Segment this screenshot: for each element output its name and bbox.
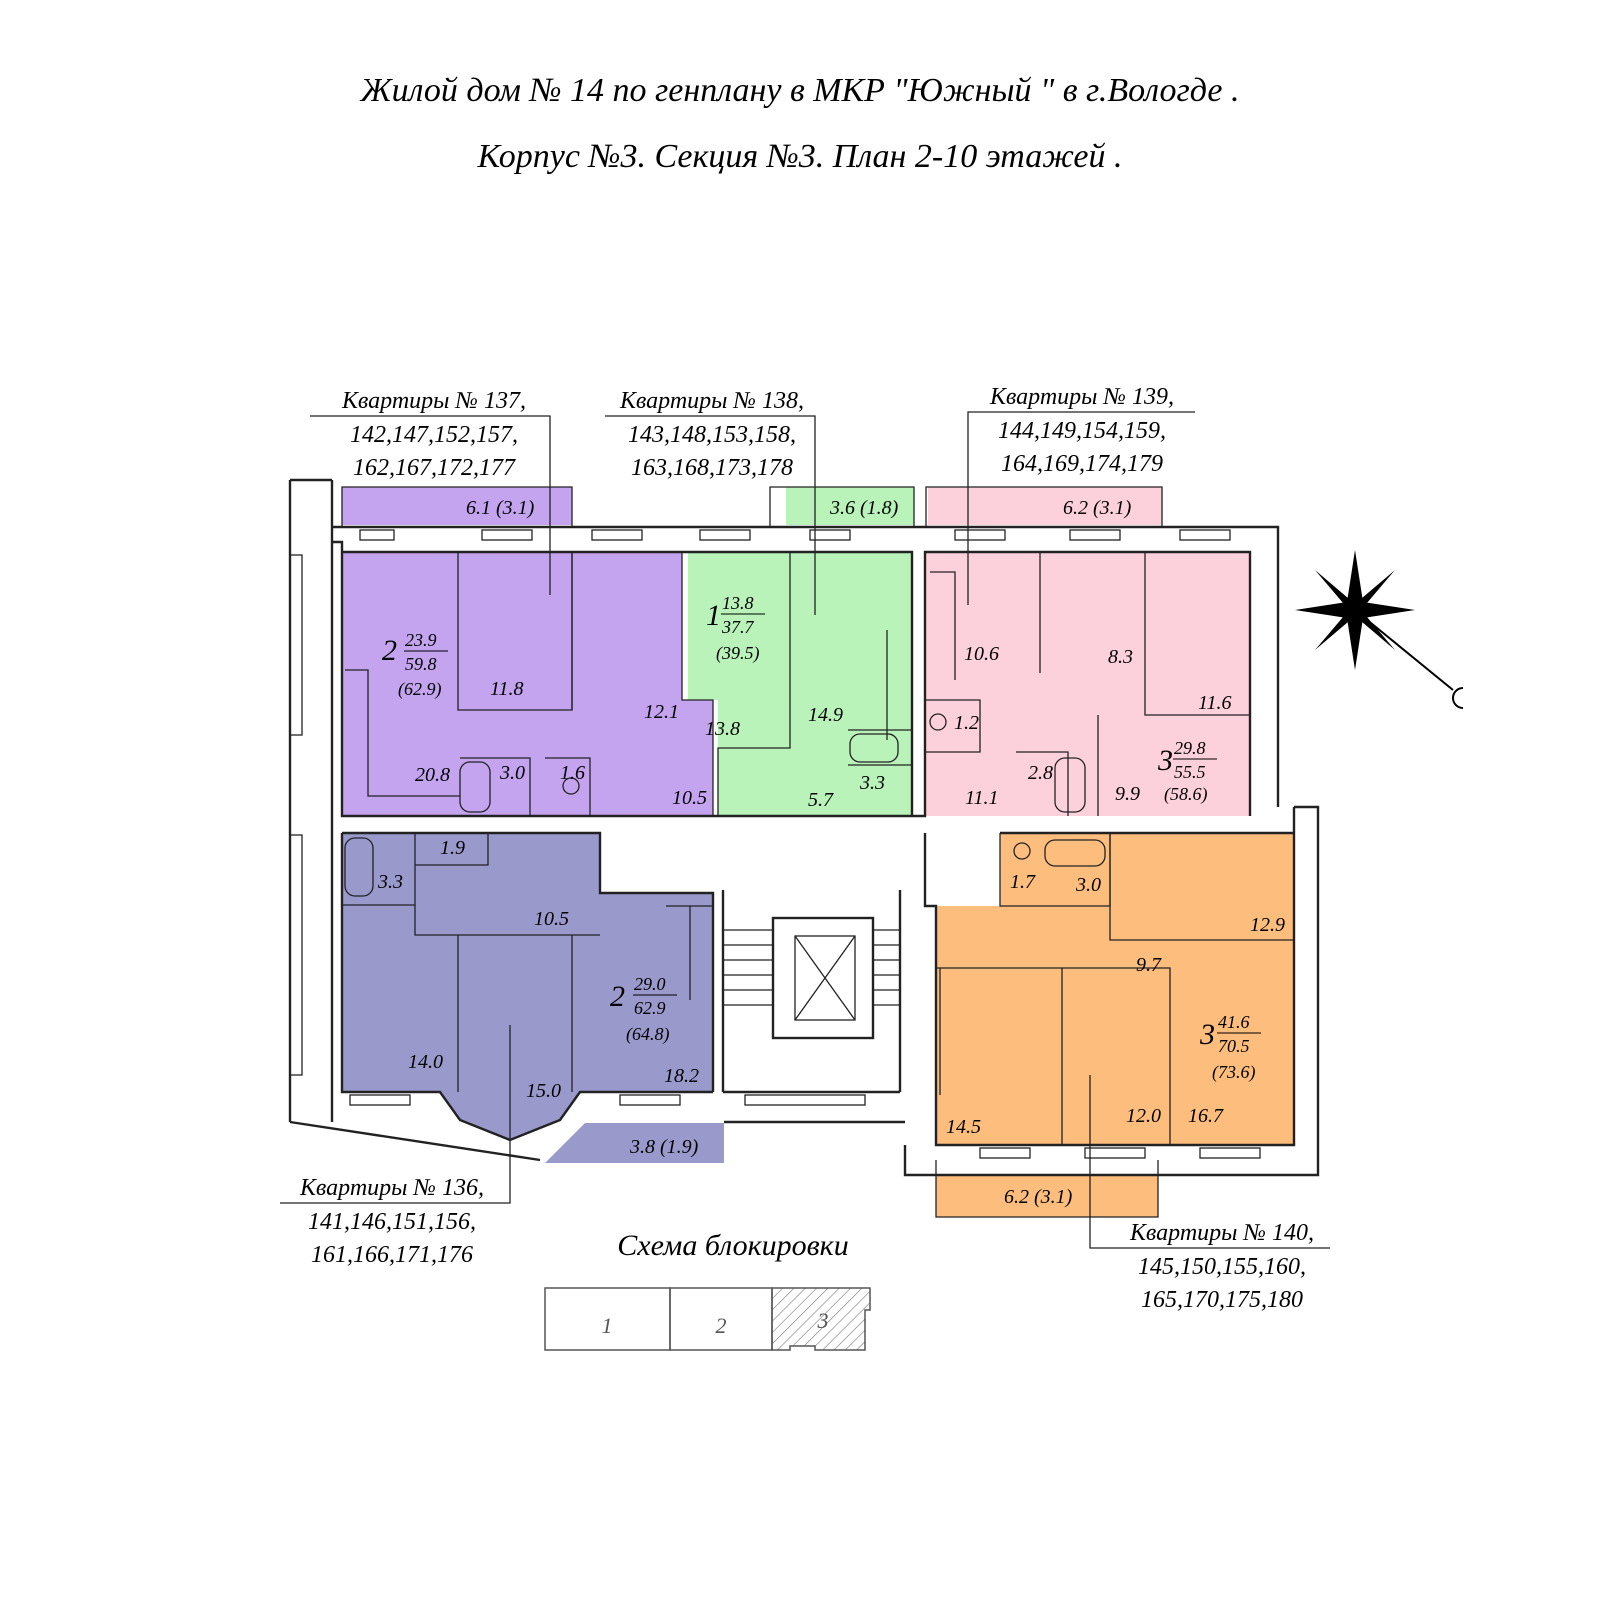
room-area: 10.5 [672,787,707,809]
room-area: 9.7 [1136,954,1162,976]
balcony-area: 6.2 (3.1) [1004,1186,1073,1208]
svg-text:162,167,172,177: 162,167,172,177 [353,455,516,481]
room-area: 3.0 [1075,874,1101,896]
svg-text:Квартиры № 136,: Квартиры № 136, [299,1175,484,1201]
svg-text:165,170,175,180: 165,170,175,180 [1141,1287,1303,1313]
room-area: 11.6 [1198,692,1232,714]
room-area: 12.1 [644,701,679,723]
apt-139-label: Квартиры № 139, 144,149,154,159, 164,169… [967,384,1195,605]
room-area: 2.8 [1028,762,1053,784]
apt-136-fill [342,833,713,1140]
svg-text:163,168,173,178: 163,168,173,178 [631,455,793,481]
room-area: 11.1 [965,787,999,809]
apt-138-balcony [786,487,914,525]
page-title-line-2: Корпус №3. Секция №3. План 2-10 этажей . [477,138,1123,175]
svg-text:(58.6): (58.6) [1164,784,1208,805]
svg-text:Квартиры № 138,: Квартиры № 138, [619,388,804,414]
blocking-scheme: 1 2 3 [544,1287,871,1351]
balcony-area: 3.6 (1.8) [829,497,899,519]
room-area: 8.3 [1108,646,1133,668]
room-area: 10.5 [534,908,569,930]
balcony-area: 6.2 (3.1) [1063,497,1132,519]
apt-139-summary: 3 29.8 55.5 (58.6) [1157,738,1217,805]
room-area: 14.5 [946,1116,981,1138]
svg-text:1: 1 [706,599,721,632]
apt-140-balcony [936,1175,1158,1217]
svg-text:29.0: 29.0 [634,974,666,994]
svg-text:59.8: 59.8 [405,654,437,674]
balcony-area: 6.1 (3.1) [466,497,535,519]
svg-text:3: 3 [1157,744,1173,777]
room-area: 1.2 [954,712,979,734]
svg-text:70.5: 70.5 [1218,1036,1250,1056]
apt-140-label: Квартиры № 140, 145,150,155,160, 165,170… [1089,1075,1330,1313]
svg-text:2: 2 [382,634,397,667]
apt-136-summary: 2 29.0 62.9 (64.8) [610,974,677,1045]
apt-139-fill [926,552,1250,816]
page-title-line-1: Жилой дом № 14 по генплану в МКР "Южный … [360,72,1240,109]
room-area: 11.8 [490,678,524,700]
room-area: 16.7 [1188,1105,1224,1127]
apt-137-label: Квартиры № 137, 142,147,152,157, 162,167… [310,388,551,595]
room-area: 10.6 [964,643,999,665]
scheme-title: Схема блокировки [617,1229,848,1262]
svg-text:41.6: 41.6 [1218,1012,1250,1032]
room-area: 1.6 [560,762,585,784]
svg-text:3: 3 [1199,1018,1215,1051]
svg-text:(64.8): (64.8) [626,1024,670,1045]
room-area: 1.7 [1010,871,1036,893]
svg-text:(73.6): (73.6) [1212,1062,1256,1083]
svg-text:Квартиры № 140,: Квартиры № 140, [1129,1220,1314,1246]
balcony-area: 3.8 (1.9) [629,1136,699,1158]
room-area: 9.9 [1115,783,1140,805]
svg-text:141,146,151,156,: 141,146,151,156, [308,1209,476,1235]
room-area: 14.9 [808,704,843,726]
apt-137-balcony [342,487,572,525]
apt-138-label: Квартиры № 138, 143,148,153,158, 163,168… [605,388,816,615]
room-area: 5.7 [808,789,834,811]
svg-text:1: 1 [602,1313,613,1338]
room-area: 13.8 [705,718,740,740]
svg-text:37.7: 37.7 [721,617,755,637]
svg-text:142,147,152,157,: 142,147,152,157, [350,422,518,448]
apt-139-balcony [928,487,1162,525]
apt-140-summary: 3 41.6 70.5 (73.6) [1199,1012,1261,1083]
apt-137-summary: 2 23.9 59.8 (62.9) [382,630,448,700]
apt-138-fill [688,552,912,816]
svg-text:13.8: 13.8 [722,593,754,613]
svg-text:143,148,153,158,: 143,148,153,158, [628,422,796,448]
svg-text:62.9: 62.9 [634,998,666,1018]
apt-140-fill [936,833,1294,1145]
svg-text:55.5: 55.5 [1174,762,1206,782]
svg-text:Квартиры № 139,: Квартиры № 139, [989,384,1174,410]
svg-text:145,150,155,160,: 145,150,155,160, [1138,1254,1306,1280]
room-area: 3.3 [377,871,403,893]
apt-136-balcony [545,1123,724,1163]
svg-text:2: 2 [716,1313,727,1338]
apt-137-fill [342,552,713,816]
svg-text:Квартиры № 137,: Квартиры № 137, [341,388,526,414]
compass-rose-icon [1295,550,1464,709]
apt-138-summary: 1 13.8 37.7 (39.5) [706,593,765,664]
svg-text:29.8: 29.8 [1174,738,1206,758]
svg-text:23.9: 23.9 [405,630,437,650]
svg-text:161,166,171,176: 161,166,171,176 [311,1242,473,1268]
svg-text:2: 2 [610,980,625,1013]
room-area: 12.9 [1250,914,1285,936]
room-area: 15.0 [526,1080,561,1102]
svg-text:164,169,174,179: 164,169,174,179 [1001,451,1163,477]
room-area: 12.0 [1126,1105,1161,1127]
room-area: 14.0 [408,1051,443,1073]
room-area: 1.9 [440,837,465,859]
room-area: 3.0 [499,762,525,784]
apt-136-label: Квартиры № 136, 141,146,151,156, 161,166… [280,1025,511,1268]
room-area: 3.3 [859,772,885,794]
room-area: 20.8 [415,764,450,786]
svg-text:3: 3 [817,1308,829,1333]
svg-text:144,149,154,159,: 144,149,154,159, [998,418,1166,444]
svg-text:(39.5): (39.5) [716,643,760,664]
svg-text:(62.9): (62.9) [398,679,442,700]
room-area: 18.2 [664,1065,699,1087]
